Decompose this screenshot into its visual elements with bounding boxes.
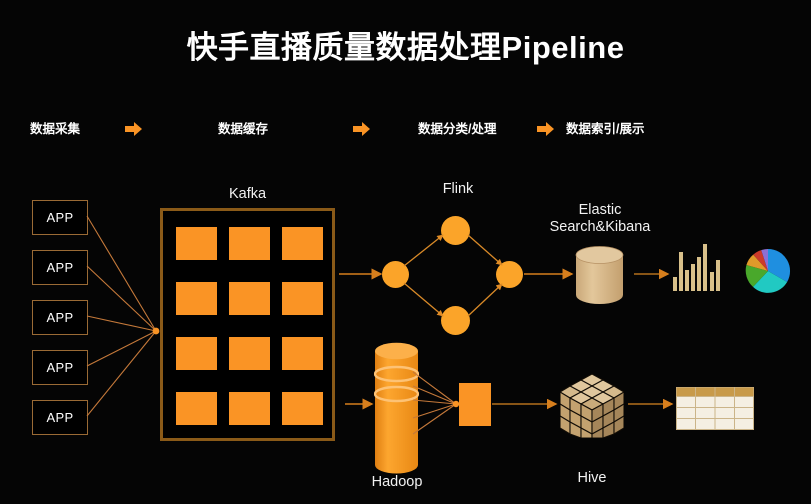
app-source-box: APP	[32, 200, 88, 235]
elasticsearch-caption-line1: Elastic	[578, 202, 622, 218]
kibana-bar-chart	[673, 244, 720, 291]
kafka-cluster	[160, 208, 335, 441]
hive-cube-icon	[560, 373, 624, 438]
kafka-partition	[282, 227, 323, 260]
flink-node-source	[382, 261, 409, 288]
right-arrow-icon	[537, 121, 554, 137]
flink-caption: Flink	[442, 181, 474, 197]
kafka-partition	[282, 282, 323, 315]
kafka-partition	[282, 337, 323, 370]
stage-label-collection: 数据采集	[30, 122, 81, 136]
kafka-partition	[282, 392, 323, 425]
kafka-partition	[176, 227, 217, 260]
stage-label-cache: 数据缓存	[218, 122, 269, 136]
app-source-box: APP	[32, 250, 88, 285]
right-arrow-icon	[125, 121, 142, 137]
kibana-pie-chart	[745, 248, 791, 293]
kafka-partition	[229, 282, 270, 315]
stage-label-classify: 数据分类/处理	[418, 122, 497, 136]
kafka-partition	[176, 337, 217, 370]
stage-ribbon: 数据采集 数据缓存 数据分类/处理 数据索引/展示	[0, 118, 811, 140]
flink-node-lower	[441, 306, 470, 335]
page-title: 快手直播质量数据处理Pipeline	[186, 30, 625, 65]
flink-node-upper	[441, 216, 470, 245]
right-arrow-icon	[353, 121, 370, 137]
stage-label-index: 数据索引/展示	[566, 122, 645, 136]
kafka-partition-grid	[176, 227, 325, 427]
data-table-icon	[676, 387, 754, 430]
app-source-box: APP	[32, 300, 88, 335]
kafka-partition	[229, 337, 270, 370]
kafka-caption: Kafka	[228, 186, 267, 202]
kafka-partition	[229, 392, 270, 425]
kafka-partition	[176, 392, 217, 425]
hadoop-datastore-icon	[374, 342, 419, 474]
elasticsearch-datastore-icon	[575, 246, 624, 304]
hadoop-aggregation-box	[459, 383, 491, 426]
hadoop-caption: Hadoop	[371, 474, 423, 490]
app-source-box: APP	[32, 350, 88, 385]
kafka-partition	[229, 227, 270, 260]
hive-caption: Hive	[577, 470, 607, 486]
kafka-partition	[176, 282, 217, 315]
app-source-box: APP	[32, 400, 88, 435]
flink-node-sink	[496, 261, 523, 288]
elasticsearch-caption-line2: Search&Kibana	[549, 219, 651, 235]
